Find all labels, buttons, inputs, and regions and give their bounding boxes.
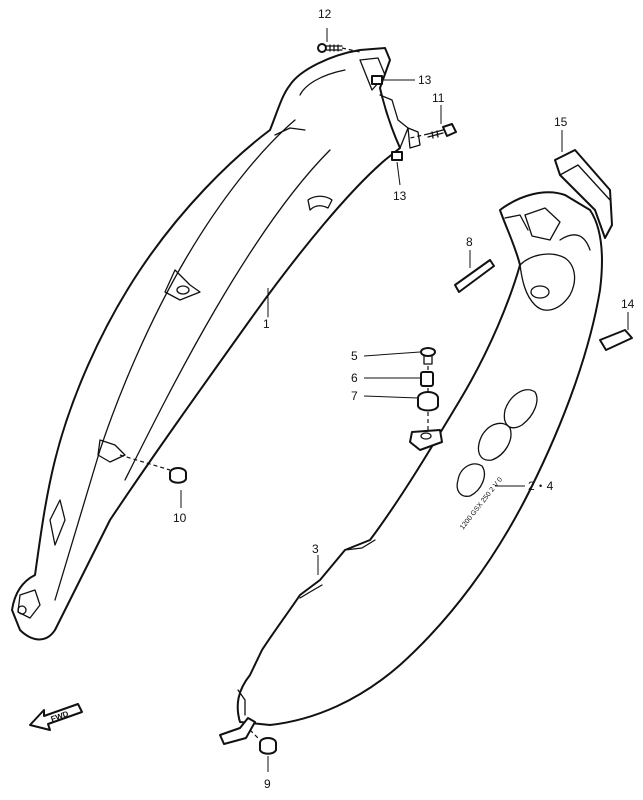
callout-2-4: 2・4 (528, 479, 554, 493)
callout-15: 15 (554, 115, 568, 129)
clip-nut-part-13-upper[interactable] (371, 75, 383, 85)
emblem-strip-part-8[interactable] (454, 259, 495, 293)
leader-lines (180, 28, 629, 772)
fwd-label: FWD (50, 709, 70, 724)
grommet-part-10[interactable] (169, 467, 187, 484)
mounting-boss (409, 429, 443, 451)
bolt-part-11[interactable] (427, 123, 457, 139)
frame-cover-right-part-2-4[interactable]: 1200 GSX 250 2 V 0 (236, 191, 603, 726)
callout-3: 3 (312, 542, 319, 556)
callout-1: 1 (263, 317, 270, 331)
trim-piece-part-15[interactable] (554, 149, 613, 239)
screw-part-5[interactable] (420, 347, 436, 365)
callout-13-upper: 13 (418, 73, 432, 87)
callout-10: 10 (173, 511, 187, 525)
callout-5: 5 (351, 349, 358, 363)
pad-part-14[interactable] (599, 329, 633, 351)
grommet-part-9[interactable] (259, 737, 277, 755)
screw-part-12[interactable] (317, 43, 343, 53)
callout-12: 12 (318, 7, 332, 21)
assembly-lines (119, 47, 429, 741)
callout-13-lower: 13 (393, 189, 407, 203)
collar-part-6[interactable] (420, 371, 434, 387)
callout-9: 9 (264, 777, 271, 791)
callout-11: 11 (432, 91, 445, 105)
callout-8: 8 (466, 235, 473, 249)
fwd-direction-arrow: FWD (29, 703, 83, 731)
callout-14: 14 (621, 297, 635, 311)
clip-nut-part-13-lower[interactable] (391, 151, 403, 161)
cover-graphic-600 (456, 389, 538, 497)
callout-7: 7 (351, 389, 358, 403)
grommet-part-7[interactable] (417, 391, 439, 412)
callout-6: 6 (351, 371, 358, 385)
lower-bracket (219, 717, 256, 745)
